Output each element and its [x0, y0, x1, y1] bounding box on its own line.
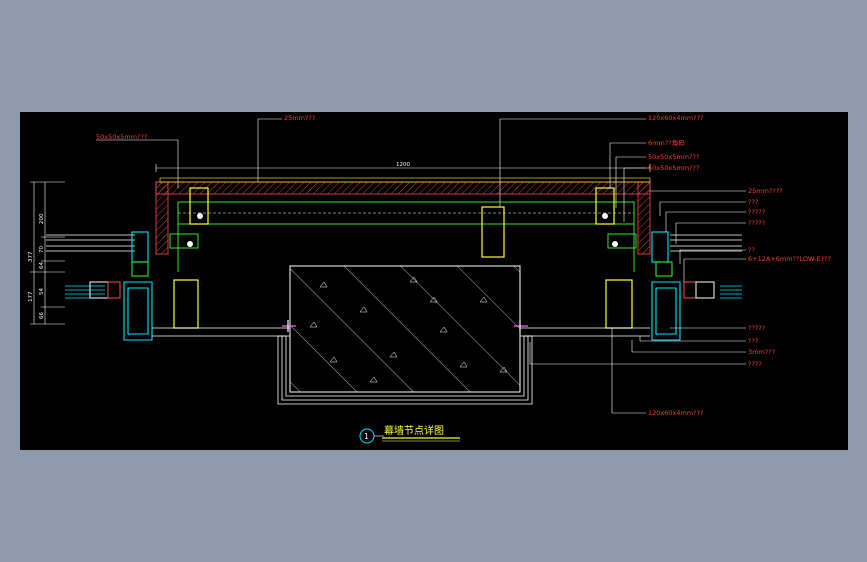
- label-right-4: 25mm????: [748, 187, 783, 195]
- left-glass-panes: [46, 234, 135, 299]
- detail-title-block: 1 幕墙节点详图: [359, 424, 460, 444]
- label-right-glass: 6+12A+6mm??LOW-E???: [748, 255, 831, 263]
- label-right-11: ???: [748, 337, 758, 345]
- top-dimension-line: [155, 164, 651, 172]
- label-panel-thickness: 25mm???: [284, 114, 315, 122]
- dim-66: 66: [39, 312, 45, 319]
- detail-number: 1: [364, 432, 369, 441]
- label-right-8: ??: [748, 246, 755, 254]
- label-steel-tube-bottom: 120x60x4mm???: [648, 409, 704, 417]
- cad-viewport[interactable]: 377 200 70 64 177 54 66: [20, 112, 848, 450]
- dim-64: 64: [39, 262, 45, 269]
- label-right-13: ????: [748, 360, 762, 368]
- anchor-bolts: [187, 213, 618, 247]
- dim-377: 377: [28, 251, 34, 262]
- curtain-wall-detail-drawing: 377 200 70 64 177 54 66: [28, 114, 831, 444]
- drawing-title: 幕墙节点详图: [384, 424, 444, 437]
- right-glass-panes: [670, 234, 742, 299]
- aluminium-mullions: [123, 231, 681, 341]
- label-right-6: ?????: [748, 208, 765, 216]
- dim-70: 70: [39, 246, 45, 253]
- label-right-10: ?????: [748, 324, 765, 332]
- dim-177: 177: [28, 291, 34, 302]
- label-steel-angle-left: 50x50x5mm???: [96, 133, 147, 141]
- leader-lines: [96, 118, 746, 414]
- dim-1200: 1200: [396, 162, 410, 168]
- top-cladding-panel: [155, 177, 651, 255]
- label-right-1: 6mm??角码: [648, 138, 685, 147]
- label-right-3: 50x50x5mm???: [648, 164, 699, 172]
- label-right-7: ?????: [748, 219, 765, 227]
- secondary-steel-frame: [169, 201, 637, 272]
- dim-54: 54: [39, 288, 45, 295]
- concrete-column: [277, 265, 533, 405]
- label-steel-tube-top: 120x60x4mm???: [648, 114, 704, 122]
- dim-200: 200: [39, 213, 45, 224]
- label-right-2: 50x50x5mm???: [648, 153, 699, 161]
- vertical-dimension-texts: 377 200 70 64 177 54 66: [28, 213, 45, 319]
- label-right-12: 3mm???: [748, 348, 775, 356]
- embedded-plates: [282, 320, 528, 332]
- vertical-dimension-chain: [30, 181, 65, 325]
- window-sash-fittings: [89, 261, 715, 299]
- label-right-5: ???: [748, 198, 758, 206]
